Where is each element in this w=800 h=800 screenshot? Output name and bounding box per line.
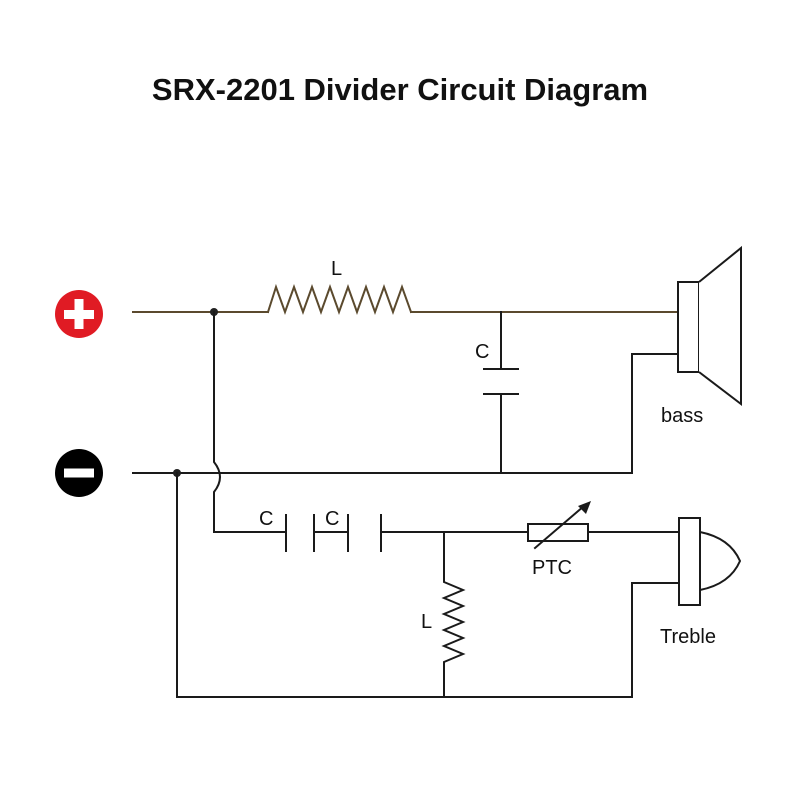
treble-feed-wire [213, 311, 287, 533]
treble-speaker-label: Treble [660, 626, 716, 648]
treble-capacitor-2-label: C [325, 508, 339, 530]
treble-return-wire [176, 472, 680, 698]
treble-speaker-icon [678, 517, 742, 606]
positive-terminal-icon [55, 290, 103, 338]
ptc-resistor [527, 501, 591, 550]
treble-capacitor-2 [347, 514, 529, 552]
negative-terminal-icon [55, 449, 103, 497]
bass-speaker-label: bass [661, 405, 703, 427]
bass-capacitor [483, 311, 519, 474]
negative-wire [132, 353, 679, 474]
ptc-label: PTC [532, 557, 572, 579]
bass-capacitor-label: C [475, 341, 489, 363]
treble-capacitor-1-label: C [259, 508, 273, 530]
bass-inductor-label: L [331, 258, 342, 280]
diagram-title: SRX-2201 Divider Circuit Diagram [151, 72, 649, 107]
bass-inductor [266, 283, 413, 315]
treble-inductor-label: L [421, 611, 432, 633]
treble-capacitor-1 [285, 514, 349, 552]
bass-speaker-icon [677, 245, 742, 407]
treble-inductor [441, 531, 466, 698]
